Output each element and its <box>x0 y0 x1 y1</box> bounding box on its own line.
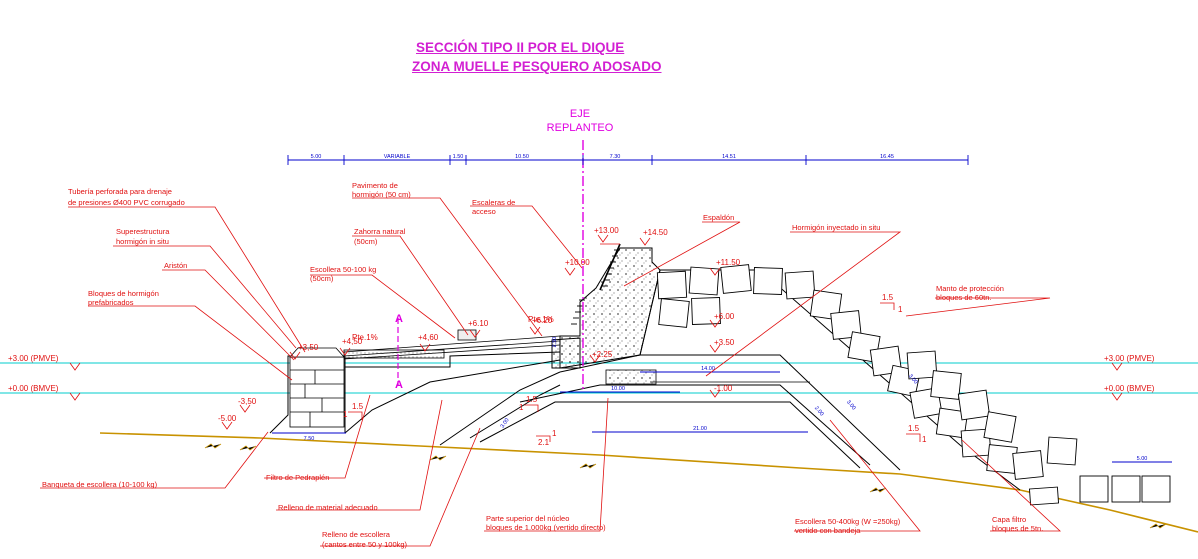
label-ariston: Aristón <box>164 261 187 270</box>
dim-base-left: 7.50 <box>304 436 315 442</box>
label-zahorra-2: (50cm) <box>354 237 378 246</box>
label-banqueta: Banqueta de escollera (10-100 kg) <box>42 480 158 489</box>
level-m500: -5.00 <box>218 414 237 423</box>
water-levels <box>0 362 1198 394</box>
level-450: +4,50 <box>342 337 363 346</box>
level-1150: +11.50 <box>716 258 741 267</box>
label-espaldon: Espaldón <box>703 213 734 222</box>
dim-right-toe: 5.00 <box>1137 456 1148 462</box>
label-superestructura-1: Superestructura <box>116 227 170 236</box>
dim-slope-c: 3.00 <box>845 399 856 411</box>
label-capa-1: Capa filtro <box>992 515 1026 524</box>
label-pavimento-2: hormigón (50 cm) <box>352 190 411 199</box>
slope-s5: 1.5 <box>908 424 920 433</box>
label-relleno-material: Relleno de material adecuado <box>278 503 378 512</box>
label-superestructura-2: hormigón in situ <box>116 237 169 246</box>
label-tuberia-2: de presiones Ø400 PVC corrugado <box>68 198 185 207</box>
dim-crown-step: 2.50 <box>552 337 558 348</box>
level-350: +3,50 <box>298 343 319 352</box>
dim-top-1: VARIABLE <box>384 154 411 160</box>
pavement-layers <box>343 329 561 360</box>
label-escollera-2: (50cm) <box>310 274 334 283</box>
label-bloques-2: prefabricados <box>88 298 134 307</box>
dim-slope-a: 3.00 <box>500 417 511 429</box>
label-pavimento-1: Pavimento de <box>352 181 398 190</box>
slope-s1: 1.5 <box>352 402 364 411</box>
level-620: +6.20 <box>532 316 553 325</box>
label-hormigon-inyectado: Hormigón inyectado in situ <box>792 223 880 232</box>
level-1000: +10.00 <box>565 258 590 267</box>
dim-base-toe: 14.00 <box>701 366 715 372</box>
level-pmve-right: +3.00 (PMVE) <box>1104 354 1155 363</box>
label-escaleras-2: acceso <box>472 207 496 216</box>
armour-blocks <box>656 264 1171 506</box>
label-relleno-escollera-2: (cantos entre 50 y 100kg) <box>322 540 408 549</box>
dim-top-5: 14.51 <box>722 154 736 160</box>
embankment-outlines <box>269 269 1021 491</box>
slope-s4b: 1 <box>898 305 903 314</box>
label-manto-1: Manto de protección <box>936 284 1004 293</box>
dim-top-4: 7.30 <box>610 154 621 160</box>
axis-line <box>397 140 584 390</box>
level-pmve-left: +3.00 (PMVE) <box>8 354 59 363</box>
label-nucleo-2: bloques de 1.000kg (vertido directo) <box>486 523 606 532</box>
label-tuberia-1: Tubería perforada para drenaje <box>68 187 172 196</box>
section-mark-bottom: A <box>395 379 403 391</box>
inner-dimension-lines <box>272 371 1172 463</box>
level-225: +2.25 <box>592 350 613 359</box>
label-capa-2: bloques de 5tn. <box>992 524 1043 533</box>
axis-label-eje: EJE <box>569 108 591 120</box>
level-610: +6.10 <box>468 319 489 328</box>
slope-s3b: 1 <box>552 429 557 438</box>
drawing-title-line1: SECCIÓN TIPO II POR EL DIQUE <box>416 40 625 55</box>
label-escollera-1: Escollera 50-100 kg <box>310 265 376 274</box>
level-markers <box>69 234 1123 430</box>
dim-core-top: 10.00 <box>611 386 625 392</box>
slope-s3: 2.1 <box>538 438 550 447</box>
slope-pte2: Pte.1% <box>528 315 554 324</box>
label-filtro: Filtro de Pedraplén <box>266 473 329 482</box>
level-1450: +14.50 <box>643 228 668 237</box>
level-bmve-right: +0.00 (BMVE) <box>1104 384 1155 393</box>
label-relleno-escollera-1: Relleno de escollera <box>322 530 391 539</box>
label-zahorra-1: Zahorra natural <box>354 227 406 236</box>
label-manto-2: bloques de 60tn. <box>936 293 991 302</box>
seabed-line <box>99 432 1198 533</box>
caisson-blocks <box>289 347 345 428</box>
slope-s2: 1.5 <box>526 395 538 404</box>
level-350b: +3.50 <box>714 338 735 347</box>
slope-s1b: 1 <box>343 410 348 419</box>
slope-indicators <box>348 302 921 442</box>
level-460: +4,60 <box>418 333 439 342</box>
dim-slope-b: 2.00 <box>813 405 824 417</box>
level-m100: -1.00 <box>714 384 733 393</box>
label-escaleras-1: Escaleras de <box>472 198 515 207</box>
dim-top-0: 5.00 <box>311 154 322 160</box>
leader-lines <box>40 197 1062 547</box>
dim-core-bottom: 21.00 <box>693 426 707 432</box>
top-dimension-chain <box>287 155 969 165</box>
label-escollera-big-1: Escollera 50-400kg (W =250kg) <box>795 517 901 526</box>
dim-top-3: 10.50 <box>515 154 529 160</box>
label-bloques-1: Bloques de hormigón <box>88 289 159 298</box>
crown-wall <box>551 243 661 385</box>
level-600: +6.00 <box>714 312 735 321</box>
level-1300: +13.00 <box>594 226 619 235</box>
axis-label-replanteo: REPLANTEO <box>546 122 614 134</box>
dim-slope-d: 3.00 <box>907 373 918 385</box>
slope-s5b: 1 <box>922 435 927 444</box>
level-bmve-left: +0.00 (BMVE) <box>8 384 59 393</box>
level-m350: -3,50 <box>238 397 257 406</box>
slope-s4: 1.5 <box>882 293 894 302</box>
section-mark-top: A <box>395 313 403 325</box>
label-nucleo-1: Parte superior del núcleo <box>486 514 569 523</box>
slope-pte1: Pte.1% <box>352 333 378 342</box>
label-escollera-big-2: vertido con bandeja <box>795 526 861 535</box>
dim-top-6: 16.45 <box>880 154 894 160</box>
dim-top-2: 1.50 <box>453 154 464 160</box>
slope-s2b: 1 <box>519 403 524 412</box>
drawing-title-line2: ZONA MUELLE PESQUERO ADOSADO <box>412 59 662 74</box>
